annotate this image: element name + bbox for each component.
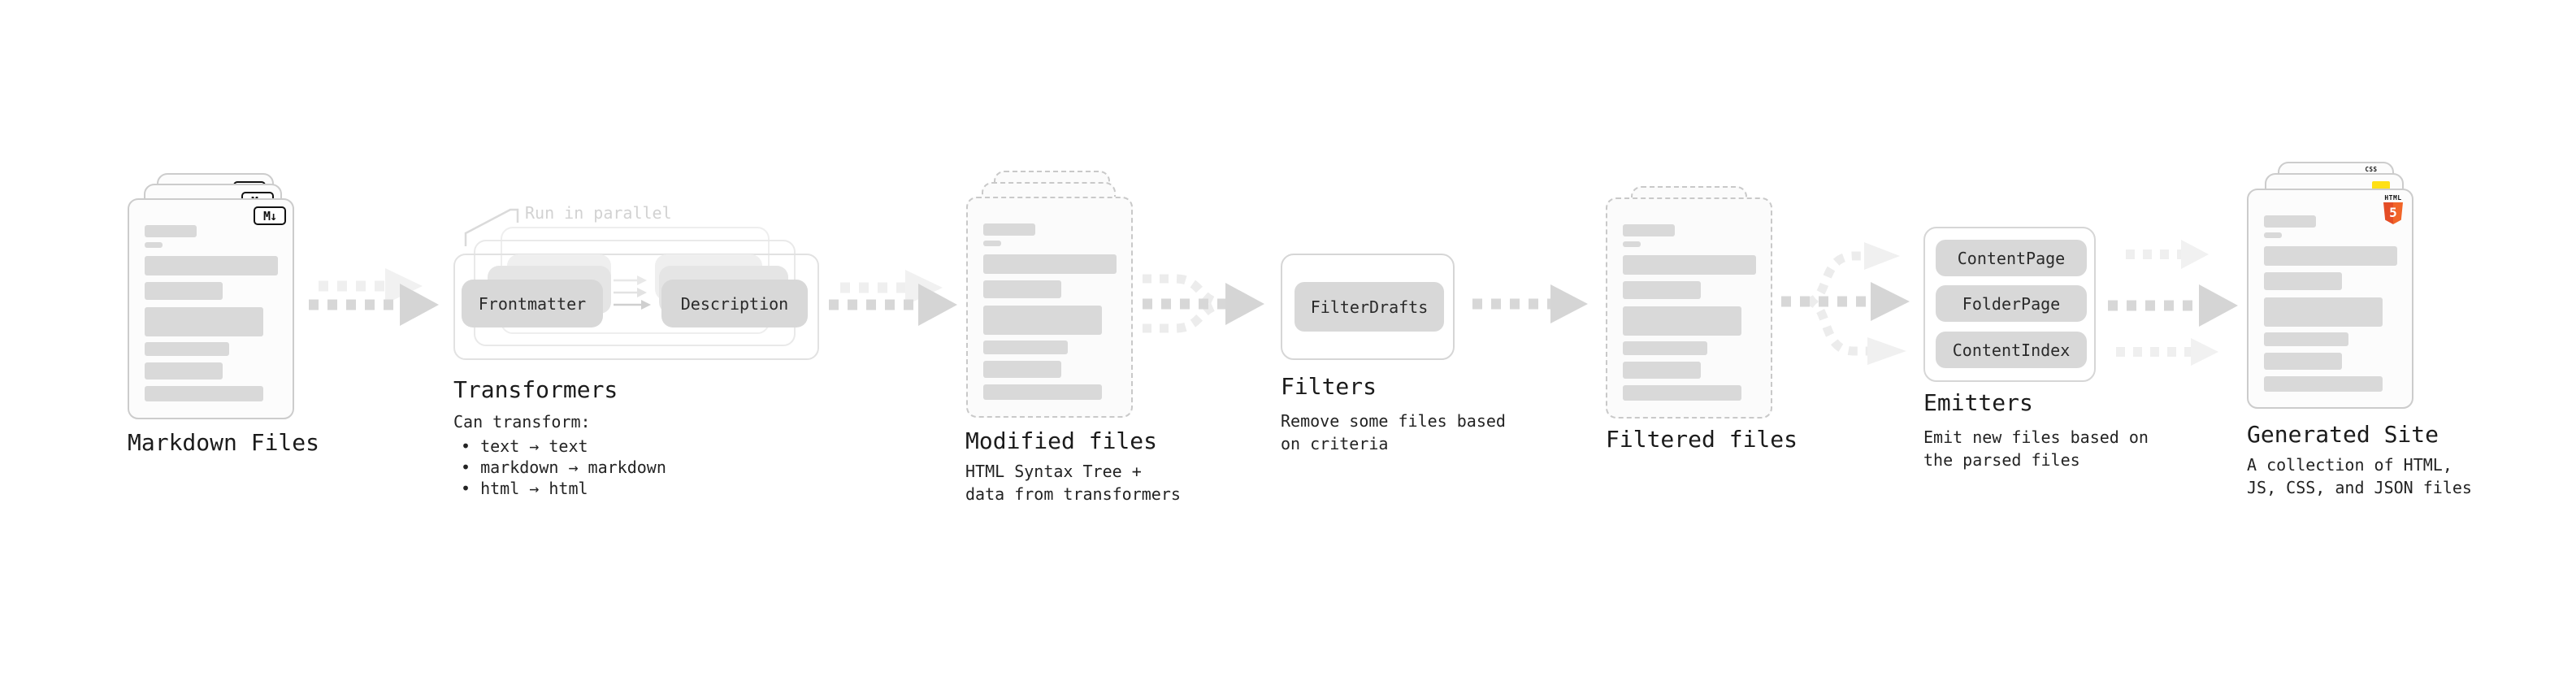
doc-text-bar (2264, 353, 2342, 370)
doc-text-bar (2264, 272, 2342, 290)
generated-file-html: HTML 5 (2247, 189, 2413, 409)
transformer-card-front (453, 254, 819, 360)
run-in-parallel-annotation: Run in parallel (525, 203, 672, 223)
doc-text-bar (1623, 341, 1707, 355)
doc-text-bar (983, 254, 1117, 274)
arrow-transformers-to-modified (829, 270, 957, 326)
doc-text-bar (983, 223, 1035, 236)
generated-site-stack: CSS HTML 5 (2247, 162, 2413, 409)
doc-text-bar (2264, 376, 2383, 392)
bullet-item: • markdown → markdown (461, 458, 666, 477)
generated-site-subtitle: A collection of HTML, JS, CSS, and JSON … (2247, 455, 2472, 497)
doc-text-bar (1623, 241, 1641, 247)
doc-text-bar (1623, 306, 1741, 336)
doc-text-bar (2264, 297, 2383, 327)
doc-text-bar (983, 241, 1001, 246)
transformers-bullet-list: • text → text • markdown → markdown • ht… (461, 436, 666, 499)
doc-text-bar (145, 225, 197, 237)
contentindex-pill: ContentIndex (1936, 332, 2087, 368)
transformer-stack: Frontmatter Description (453, 227, 819, 361)
doc-text-bar (983, 280, 1061, 298)
emitters-subtitle: Emit new files based on the parsed files (1923, 427, 2149, 470)
modified-file-front (966, 197, 1133, 418)
html5-icon-word: HTML (2384, 194, 2402, 202)
doc-text-bar (1623, 385, 1741, 401)
doc-text-bar (145, 242, 163, 248)
doc-text-bar (145, 256, 278, 275)
modified-files-subtitle: HTML Syntax Tree + data from transformer… (965, 462, 1181, 504)
bullet-item: • html → html (461, 479, 588, 498)
filtered-file-stack (1606, 186, 1772, 419)
arrow-filters-to-filtered (1472, 284, 1588, 323)
arrow-modified-to-filters-merge (1143, 274, 1264, 333)
markdown-files-title: Markdown Files (128, 429, 320, 456)
frontmatter-pill: Frontmatter (462, 280, 603, 327)
markdown-file-front: M↓ (128, 198, 294, 419)
filterdrafts-pill: FilterDrafts (1295, 282, 1444, 332)
description-pill: Description (661, 280, 808, 327)
html5-icon: HTML 5 (2383, 194, 2404, 224)
doc-text-bar (145, 386, 263, 401)
emitters-title: Emitters (1923, 389, 2033, 416)
markdown-file-stack: M↓ M↓ M↓ (128, 173, 294, 419)
doc-text-bar (983, 384, 1102, 400)
doc-text-bar (145, 307, 263, 336)
doc-text-bar (983, 340, 1068, 354)
doc-text-bar (145, 342, 229, 356)
doc-text-bar (2264, 232, 2282, 238)
doc-text-bar (1623, 224, 1675, 236)
doc-text-bar (1623, 255, 1756, 275)
transformers-caption: Can transform: (453, 412, 591, 432)
contentpage-pill: ContentPage (1936, 240, 2087, 276)
emitters-card: ContentPage FolderPage ContentIndex (1923, 227, 2096, 382)
folderpage-pill: FolderPage (1936, 285, 2087, 322)
arrow-markdown-to-transformers (309, 268, 439, 326)
modified-files-title: Modified files (965, 427, 1158, 454)
doc-text-bar (983, 361, 1061, 378)
transformers-title: Transformers (453, 376, 618, 403)
generated-site-title: Generated Site (2247, 421, 2439, 448)
doc-text-bar (2264, 215, 2316, 228)
doc-text-bar (983, 306, 1102, 335)
doc-text-bar (2264, 332, 2348, 346)
html5-icon-shield: 5 (2383, 202, 2403, 224)
doc-text-bar (145, 282, 223, 300)
filtered-files-title: Filtered files (1606, 426, 1798, 453)
filters-title: Filters (1281, 373, 1377, 400)
arrows-emitters-to-generated (2108, 240, 2238, 366)
doc-text-bar (145, 362, 223, 380)
markdown-icon: M↓ (254, 206, 286, 225)
bullet-item: • text → text (461, 436, 588, 456)
modified-file-stack (966, 171, 1133, 418)
doc-text-bar (1623, 362, 1701, 379)
filters-subtitle: Remove some files based on criteria (1281, 411, 1506, 453)
doc-text-bar (2264, 246, 2397, 266)
doc-text-bar (1623, 281, 1701, 299)
filters-card: FilterDrafts (1281, 254, 1455, 360)
arrow-filtered-to-emitters-fanout (1781, 242, 1910, 365)
filtered-file-front (1606, 197, 1772, 419)
